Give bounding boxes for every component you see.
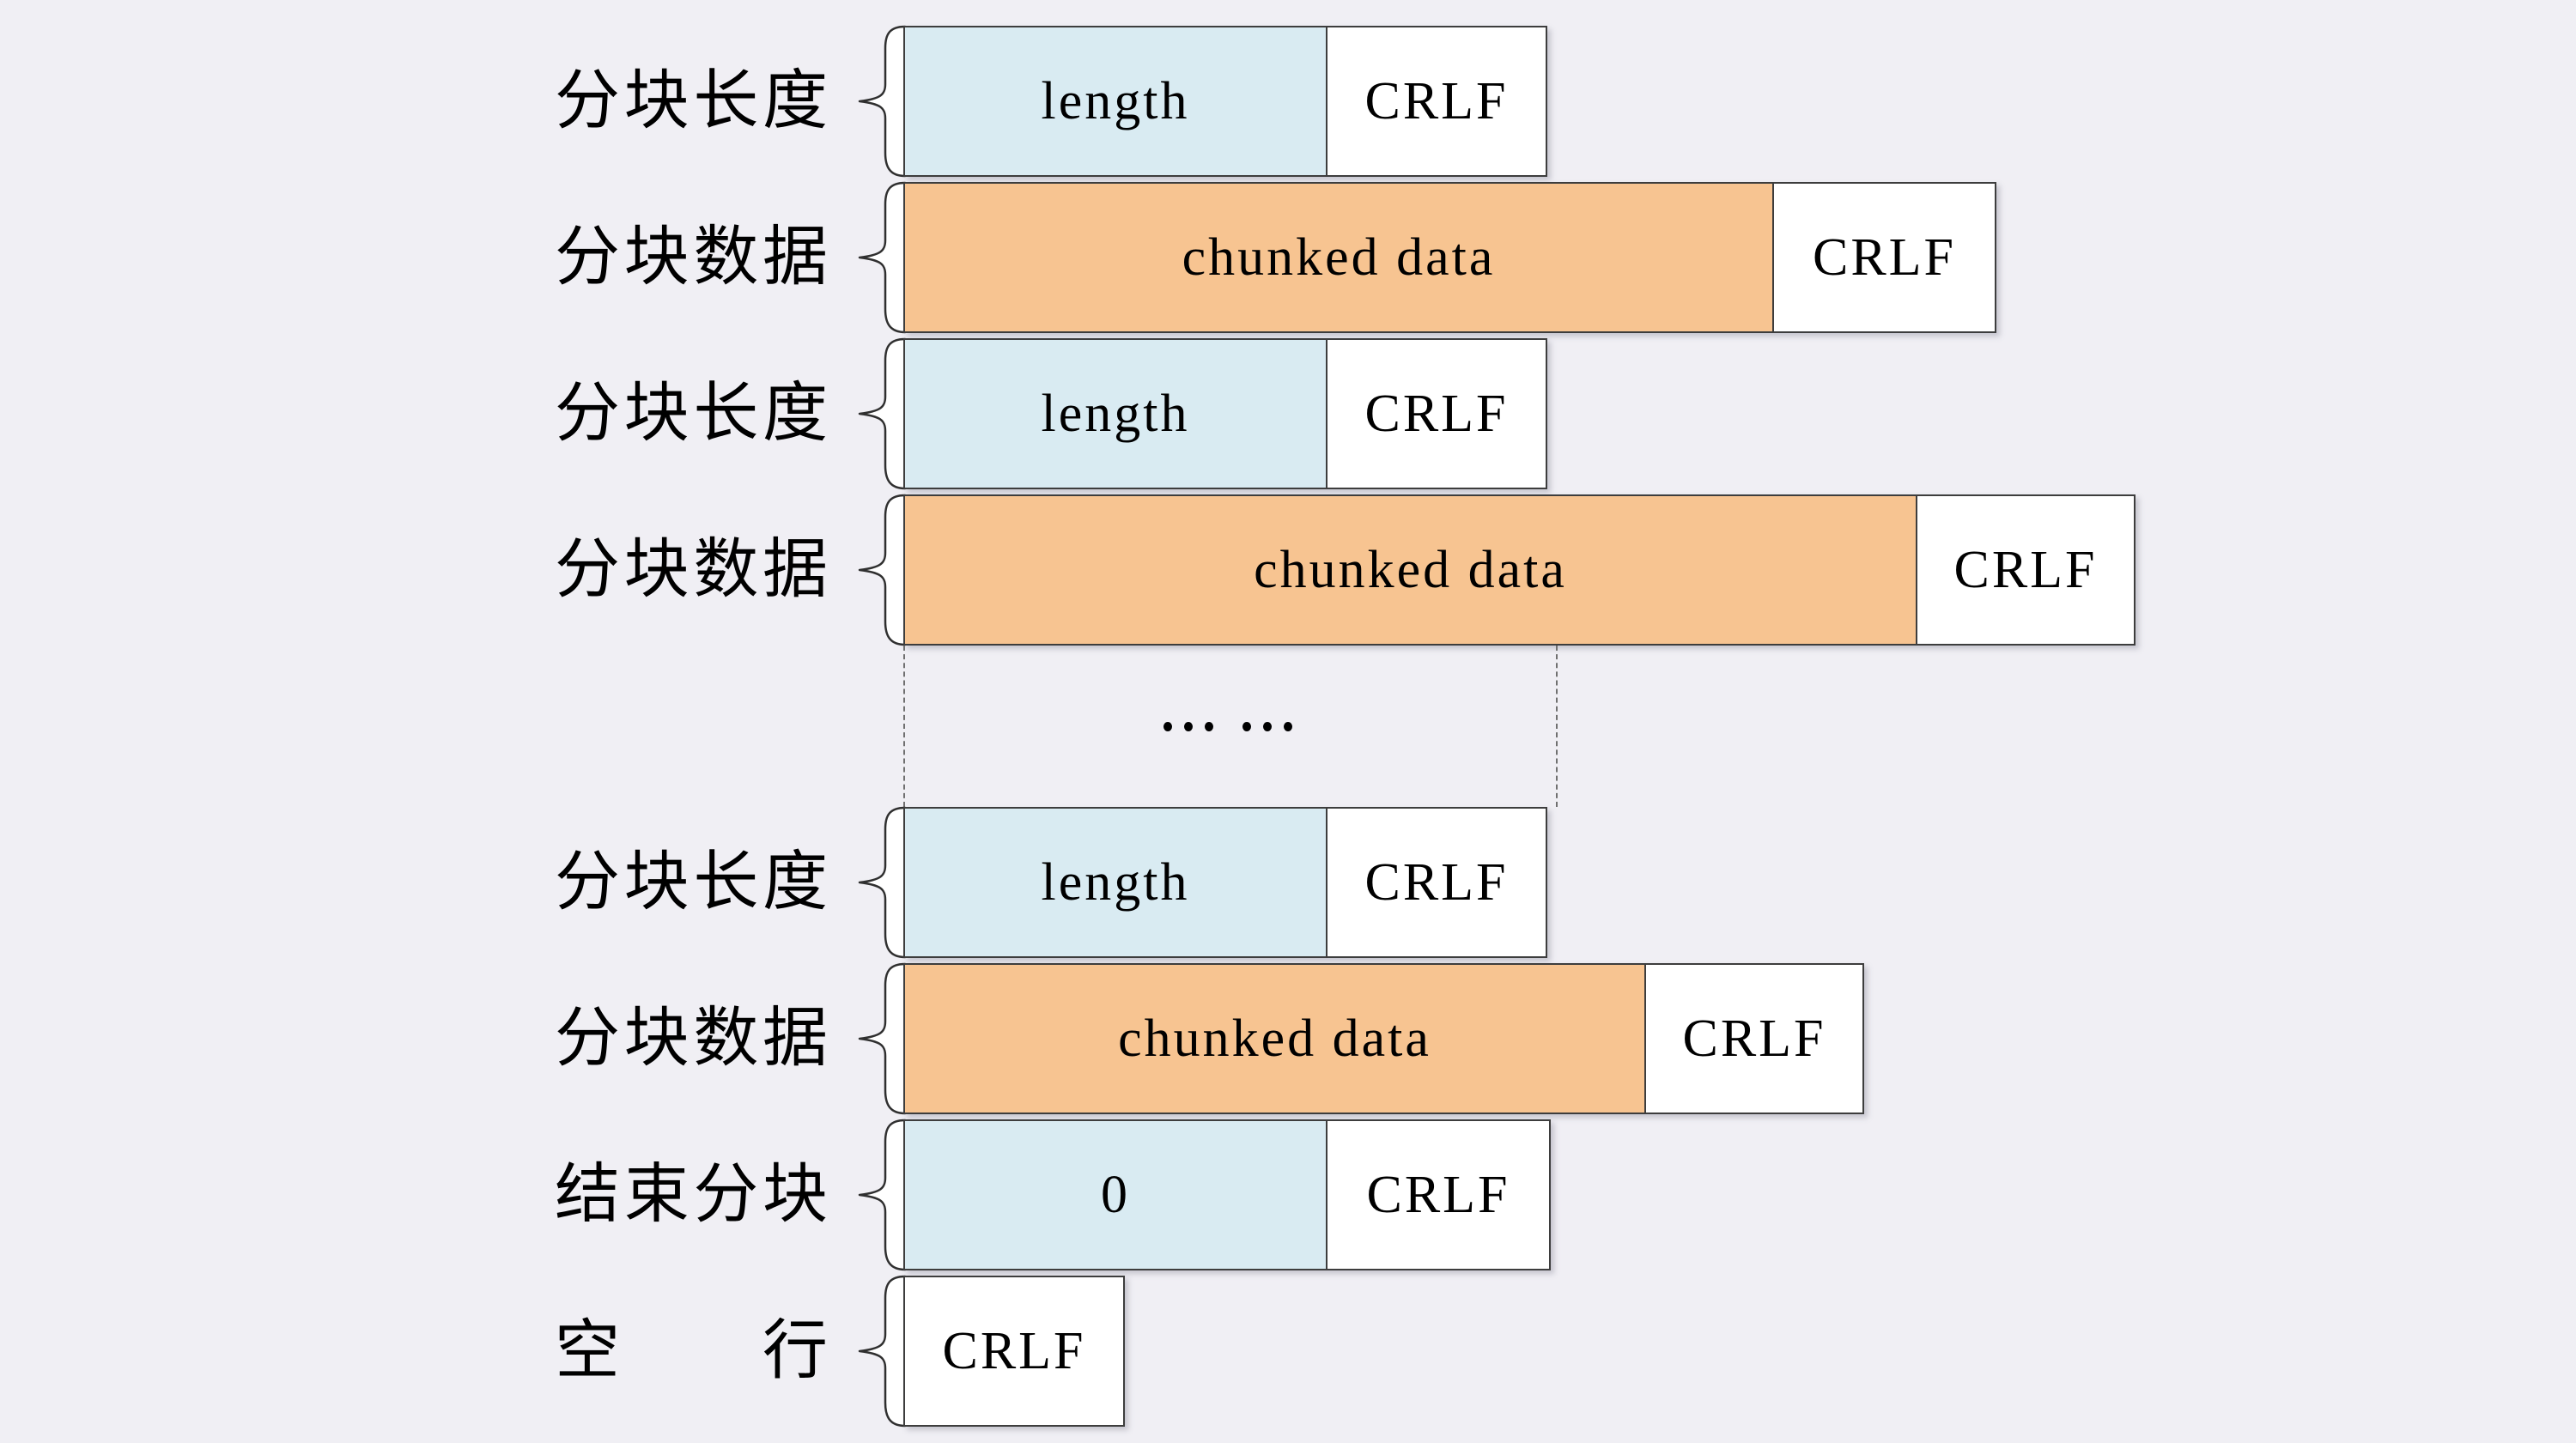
row-label: 结束分块 xyxy=(555,1158,828,1231)
row-label: 分块数据 xyxy=(555,1002,828,1075)
left-brace-icon xyxy=(858,494,907,646)
zero-cell: 0 xyxy=(903,1119,1327,1270)
continuation-gap xyxy=(0,646,2576,807)
chunked-data-cell: chunked data xyxy=(903,963,1646,1114)
crlf-cell: CRLF xyxy=(1326,26,1547,177)
crlf-cell: CRLF xyxy=(1916,494,2136,646)
dot xyxy=(1163,721,1172,731)
crlf-cell: CRLF xyxy=(1326,1119,1551,1270)
left-brace-icon xyxy=(858,806,907,959)
left-brace-icon xyxy=(858,181,907,334)
length-cell: length xyxy=(903,338,1327,489)
dot xyxy=(1284,721,1292,731)
crlf-cell: CRLF xyxy=(1772,182,1996,333)
dot xyxy=(1184,721,1193,731)
row-label: 分块数据 xyxy=(555,221,828,294)
left-brace-icon xyxy=(858,337,907,490)
row-label: 分块长度 xyxy=(555,377,828,450)
left-brace-icon xyxy=(858,25,907,178)
row-label: 空 行 xyxy=(555,1314,828,1387)
crlf-cell: CRLF xyxy=(903,1276,1125,1427)
row-cells: CRLF xyxy=(903,1276,1125,1427)
left-brace-icon xyxy=(858,1275,907,1428)
diagram-row: 空 行 CRLF xyxy=(0,1275,2576,1428)
right-dashed-line xyxy=(1556,646,1558,807)
row-label: 分块长度 xyxy=(555,64,828,137)
length-cell: length xyxy=(903,807,1327,958)
chunked-data-cell: chunked data xyxy=(903,182,1774,333)
left-brace-icon xyxy=(858,962,907,1115)
left-dashed-line xyxy=(903,646,905,807)
row-label: 分块长度 xyxy=(555,846,828,919)
left-brace-icon xyxy=(858,1119,907,1271)
dot xyxy=(1242,721,1251,731)
crlf-cell: CRLF xyxy=(1326,807,1547,958)
dot xyxy=(1205,721,1213,731)
dot xyxy=(1263,721,1272,731)
chunked-data-cell: chunked data xyxy=(903,494,1917,646)
length-cell: length xyxy=(903,26,1327,177)
crlf-cell: CRLF xyxy=(1326,338,1547,489)
crlf-cell: CRLF xyxy=(1644,963,1864,1114)
ellipsis-dots xyxy=(1142,646,1314,807)
row-label: 分块数据 xyxy=(555,533,828,606)
